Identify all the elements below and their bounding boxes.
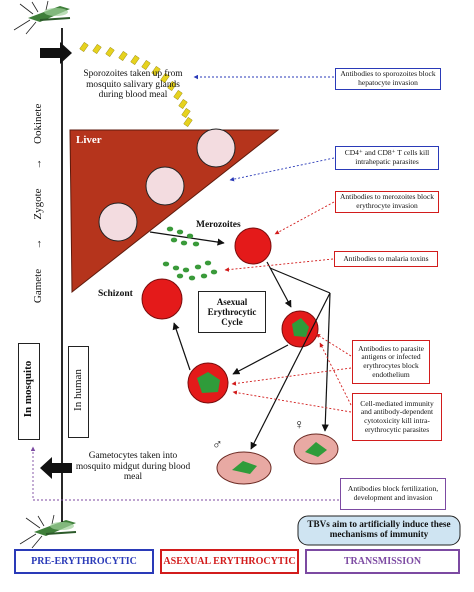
sporozoite	[130, 55, 140, 65]
hepatocyte	[98, 202, 138, 242]
sporozoite	[105, 47, 115, 57]
parasite-antigen-callout: Antibodies to parasite antigens or infec…	[352, 340, 430, 384]
in-human-box	[68, 346, 89, 438]
male-symbol: ♂	[212, 438, 223, 453]
merozoite	[176, 229, 184, 235]
sporozoite-entry-arrow	[40, 42, 72, 64]
liver-label: Liver	[76, 134, 102, 146]
merozoite	[204, 260, 212, 266]
liver-shape	[69, 129, 280, 294]
schizont-label: Schizont	[98, 289, 133, 299]
gametocyte-exit-arrow	[40, 457, 72, 479]
sporozoite	[173, 90, 183, 100]
merozoite-release-arrow	[149, 231, 225, 246]
tbv-goal-box	[297, 515, 461, 546]
sporozoite	[79, 42, 89, 52]
in-human-label: In human	[72, 369, 84, 411]
tbv-goal-label: TBVs aim to artificially induce these me…	[307, 519, 451, 540]
gamete-label: Gamete	[32, 268, 44, 304]
stage-transmission: TRANSMISSION	[305, 549, 460, 574]
t-cells-callout: CD4⁺ and CD8⁺ T cells kill intrahepatic …	[335, 146, 439, 170]
merozoite	[194, 264, 202, 270]
sporozoite	[160, 73, 170, 83]
ookinete-label: Ookinete	[32, 103, 44, 144]
sporozoite	[167, 81, 177, 91]
sporozoites-label: Sporozoites taken up from mosquito saliv…	[83, 69, 183, 101]
toxin-antibodies-callout: Antibodies to malaria toxins	[334, 251, 438, 267]
stage-arrow: →	[32, 238, 44, 250]
merozoite	[170, 237, 178, 243]
sporozoite-antibodies-callout: Antibodies to sporozoites block hepatocy…	[335, 68, 441, 90]
merozoite	[166, 226, 174, 232]
merozoite-dots	[162, 226, 218, 281]
red-blood-cell	[234, 227, 272, 265]
hepatocyte	[145, 166, 185, 206]
merozoite-antibodies-callout: Antibodies to merozoites block erythrocy…	[335, 191, 439, 213]
stage-arrow: →	[32, 158, 44, 170]
in-mosquito-box	[18, 343, 40, 440]
merozoite	[182, 267, 190, 273]
sporozoites-trail	[79, 42, 193, 127]
sporozoite	[118, 51, 128, 61]
sporozoite	[141, 60, 151, 70]
hepatocyte	[196, 128, 236, 168]
merozoite	[192, 241, 200, 247]
sporozoite	[178, 99, 188, 109]
male-gametocyte	[232, 461, 257, 474]
sporozoite	[181, 108, 191, 118]
mosquito-top-icon	[13, 0, 71, 35]
mosquito-bottom-icon	[19, 514, 77, 549]
merozoite	[188, 275, 196, 281]
in-mosquito-label: In mosquito	[22, 360, 34, 418]
merozoite	[176, 273, 184, 279]
female-symbol: ♀	[294, 418, 305, 433]
parasite-ring	[292, 318, 309, 337]
female-gametocyte	[305, 442, 327, 457]
sporozoite	[151, 66, 161, 76]
gametocytes-label: Gametocytes taken into mosquito midgut d…	[75, 451, 191, 483]
merozoite	[162, 261, 170, 267]
trophozoite-parasite	[197, 372, 220, 393]
tbv-block-callout: Antibodies block fertilization, developm…	[340, 478, 446, 510]
merozoite	[180, 240, 188, 246]
sporozoite	[183, 117, 193, 127]
merozoite	[210, 269, 218, 275]
stage-asexual-erythrocytic: ASEXUAL ERYTHROCYTIC	[160, 549, 299, 574]
sporozoite	[92, 44, 102, 54]
asexual-cycle-box: Asexual Erythrocytic Cycle	[198, 291, 266, 333]
zygote-label: Zygote	[32, 188, 44, 220]
merozoite	[172, 265, 180, 271]
merozoite	[200, 273, 208, 279]
cell-mediated-immunity-callout: Cell-mediated immunity and antibody-depe…	[352, 393, 442, 441]
schizont-cell	[141, 278, 183, 320]
merozoite	[186, 233, 194, 239]
stage-pre-erythrocytic: PRE-ERYTHROCYTIC	[14, 549, 154, 574]
merozoites-label: Merozoites	[196, 220, 241, 230]
